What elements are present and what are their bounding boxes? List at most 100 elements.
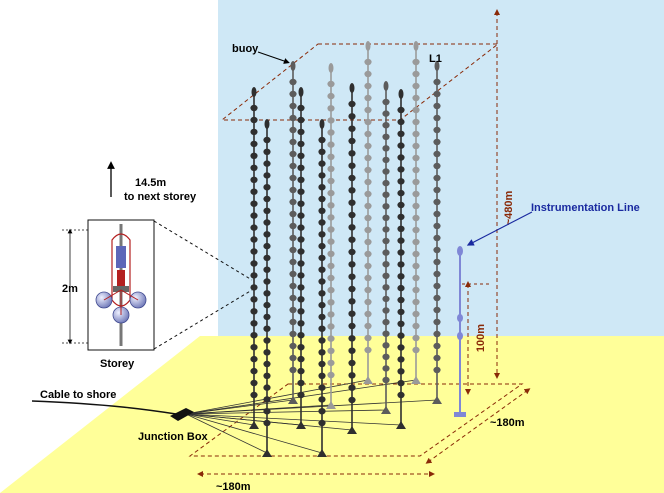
storey	[263, 372, 271, 379]
storey	[250, 152, 258, 159]
storey	[263, 337, 271, 344]
storey	[263, 408, 271, 415]
storey	[364, 130, 372, 138]
storey	[297, 236, 305, 243]
storey	[364, 262, 372, 270]
storey	[397, 249, 405, 256]
storey	[289, 330, 297, 338]
storey	[250, 320, 258, 327]
cable-line-11	[185, 413, 268, 454]
buoy-label: buoy	[232, 43, 259, 55]
storey	[397, 225, 405, 232]
anchor	[363, 376, 373, 384]
storey	[412, 286, 420, 294]
storey	[297, 344, 305, 351]
anchor	[381, 406, 391, 414]
junction-box-label: Junction Box	[138, 431, 209, 443]
cable-line-12	[185, 413, 323, 454]
storey	[297, 379, 305, 387]
storey	[327, 105, 335, 112]
storey	[297, 212, 305, 219]
storey	[364, 334, 372, 342]
storey	[348, 224, 356, 231]
storey	[327, 92, 335, 100]
storey	[289, 102, 297, 110]
storey	[412, 334, 420, 342]
storey	[263, 231, 271, 238]
storey	[348, 113, 356, 120]
detector-line-10	[296, 87, 306, 429]
storey	[397, 261, 405, 268]
storey	[289, 258, 297, 266]
anchor	[288, 396, 298, 404]
storey	[297, 391, 305, 399]
storey	[364, 154, 372, 162]
storey	[397, 106, 405, 114]
storey	[250, 367, 258, 375]
storey	[433, 258, 441, 266]
storey	[318, 231, 326, 238]
storey	[364, 346, 372, 354]
storey	[250, 284, 258, 291]
storey	[382, 365, 390, 372]
buoy	[349, 83, 355, 93]
storey	[348, 396, 356, 404]
storey	[250, 116, 258, 124]
storey	[318, 184, 326, 191]
storey	[318, 278, 326, 285]
instrumentation-line	[454, 246, 466, 417]
storey	[327, 238, 335, 245]
storey	[289, 366, 297, 374]
storey	[433, 162, 441, 170]
storey	[397, 356, 405, 363]
storey	[250, 164, 258, 171]
storey	[263, 195, 271, 203]
storey	[382, 307, 390, 314]
storey	[382, 295, 390, 303]
storey	[250, 200, 258, 207]
storey	[433, 222, 441, 230]
storey	[397, 201, 405, 209]
storey	[289, 210, 297, 218]
detector-line-2	[411, 41, 421, 384]
height-100-label: 100m	[475, 324, 487, 352]
storey	[297, 152, 305, 159]
storey	[289, 174, 297, 182]
storey	[327, 177, 335, 185]
storey	[250, 308, 258, 315]
storey	[364, 142, 372, 150]
width-180-right-label: ~180m	[490, 417, 525, 429]
storey	[382, 98, 390, 106]
storey	[348, 384, 356, 391]
storey	[433, 282, 441, 290]
storey	[318, 136, 326, 144]
storey	[250, 128, 258, 136]
storey	[250, 176, 258, 183]
storey	[263, 207, 271, 214]
storey	[364, 166, 372, 174]
storey	[397, 320, 405, 327]
storey	[348, 174, 356, 182]
storey	[327, 189, 335, 197]
storey	[263, 148, 271, 155]
storey-spacing-text: to next storey	[124, 191, 197, 203]
buoy	[413, 41, 419, 51]
storey	[289, 114, 297, 122]
storey	[412, 58, 420, 66]
storey	[348, 298, 356, 305]
storey	[289, 318, 297, 326]
storey	[412, 142, 420, 150]
storey	[263, 313, 271, 321]
storey	[412, 250, 420, 258]
storey	[348, 199, 356, 206]
storey	[397, 391, 405, 399]
anchor	[317, 449, 327, 457]
storey	[263, 278, 271, 285]
storey	[289, 186, 297, 194]
storey	[289, 162, 297, 170]
storey	[382, 237, 390, 245]
anchor	[249, 421, 259, 429]
anchor-plane-outline	[188, 383, 524, 457]
buoy	[398, 89, 404, 99]
shore-cable	[31, 400, 177, 415]
